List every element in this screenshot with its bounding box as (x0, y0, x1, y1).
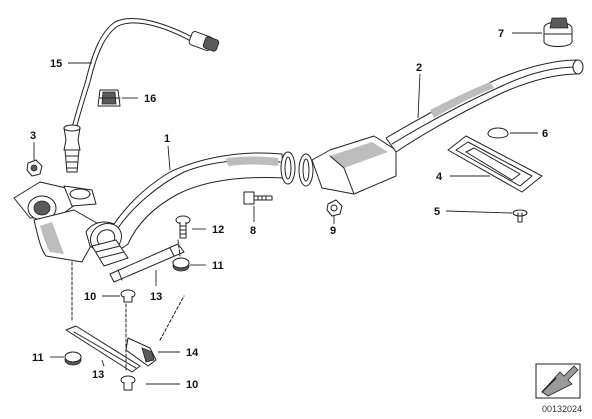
callout-6: 6 (542, 128, 548, 140)
callout-2: 2 (416, 62, 422, 74)
callout-3: 3 (30, 130, 36, 142)
front-pipe-part-1 (85, 152, 285, 267)
exploded-view-arrow-icon (535, 363, 581, 399)
nut-part-11-lower (64, 351, 82, 366)
catalog-number: 00132024 (542, 404, 582, 414)
nut-part-11-upper (172, 257, 190, 272)
callout-7: 7 (498, 28, 504, 40)
callout-15: 15 (50, 58, 62, 70)
oxygen-sensor-cable (71, 18, 220, 130)
callout-9: 9 (330, 225, 336, 237)
callout-14: 14 (186, 347, 199, 359)
heat-shield-part-4 (447, 135, 543, 193)
bolt-part-10-upper (120, 289, 136, 303)
bolt-part-12 (175, 215, 191, 239)
bolt-part-10-lower (120, 375, 136, 391)
callout-13-lower: 13 (92, 369, 104, 381)
cable-clip (97, 89, 121, 107)
nut-part-3 (26, 159, 43, 177)
callout-10-upper: 10 (84, 291, 96, 303)
nut-part-9 (326, 199, 343, 217)
bolt-part-8 (243, 191, 273, 205)
bracket-part-14 (125, 337, 157, 367)
callout-11-upper: 11 (212, 260, 224, 272)
callout-4: 4 (436, 171, 443, 183)
front-catalytic-converter (13, 181, 103, 263)
leader-lines (33, 32, 542, 385)
bracket-strap-part-13-upper (109, 243, 185, 283)
callout-16: 16 (144, 93, 156, 105)
callout-8: 8 (250, 225, 256, 237)
callout-12: 12 (212, 224, 224, 236)
callout-10-lower: 10 (186, 379, 198, 391)
callout-13-upper: 13 (150, 291, 162, 303)
pipe-clamp-part-7 (543, 17, 573, 47)
callout-labels: 1 2 3 4 5 6 7 8 9 10 10 11 11 12 13 13 1… (30, 28, 548, 391)
alignment-lines (71, 239, 185, 371)
callout-5: 5 (434, 206, 440, 218)
pipe-flange-gasket (280, 151, 314, 187)
callout-1: 1 (164, 133, 170, 145)
callout-11-lower: 11 (32, 352, 44, 364)
screw-part-5 (512, 209, 528, 223)
rear-pipe-part-2 (311, 59, 584, 195)
rubber-cap-part-6 (487, 127, 509, 139)
oxygen-sensor (63, 124, 81, 173)
